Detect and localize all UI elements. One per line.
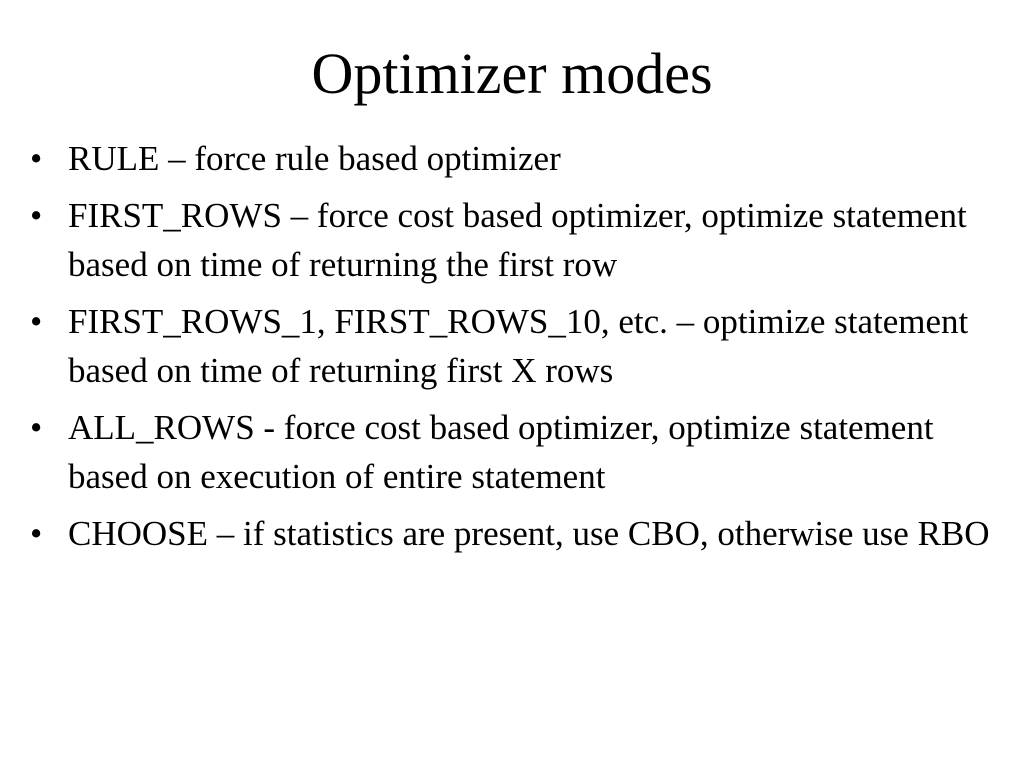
bullet-icon: • <box>30 139 43 178</box>
bullet-item-choose: • CHOOSE – if statistics are present, us… <box>30 509 1000 558</box>
bullet-text: FIRST_ROWS – force cost based optimizer,… <box>68 196 967 284</box>
bullet-text: CHOOSE – if statistics are present, use … <box>68 514 990 553</box>
slide-title: Optimizer modes <box>311 41 713 106</box>
bullet-text: ALL_ROWS - force cost based optimizer, o… <box>68 408 934 496</box>
bullet-list: • RULE – force rule based optimizer • FI… <box>30 134 1000 566</box>
bullet-item-rule: • RULE – force rule based optimizer <box>30 134 1000 183</box>
bullet-icon: • <box>30 302 43 341</box>
bullet-text: FIRST_ROWS_1, FIRST_ROWS_10, etc. – opti… <box>68 302 969 390</box>
bullet-item-first-rows: • FIRST_ROWS – force cost based optimize… <box>30 191 1000 289</box>
bullet-item-all-rows: • ALL_ROWS - force cost based optimizer,… <box>30 403 1000 501</box>
bullet-text: RULE – force rule based optimizer <box>68 139 561 178</box>
bullet-icon: • <box>30 514 43 553</box>
bullet-icon: • <box>30 196 43 235</box>
bullet-item-first-rows-n: • FIRST_ROWS_1, FIRST_ROWS_10, etc. – op… <box>30 297 1000 395</box>
bullet-icon: • <box>30 408 43 447</box>
